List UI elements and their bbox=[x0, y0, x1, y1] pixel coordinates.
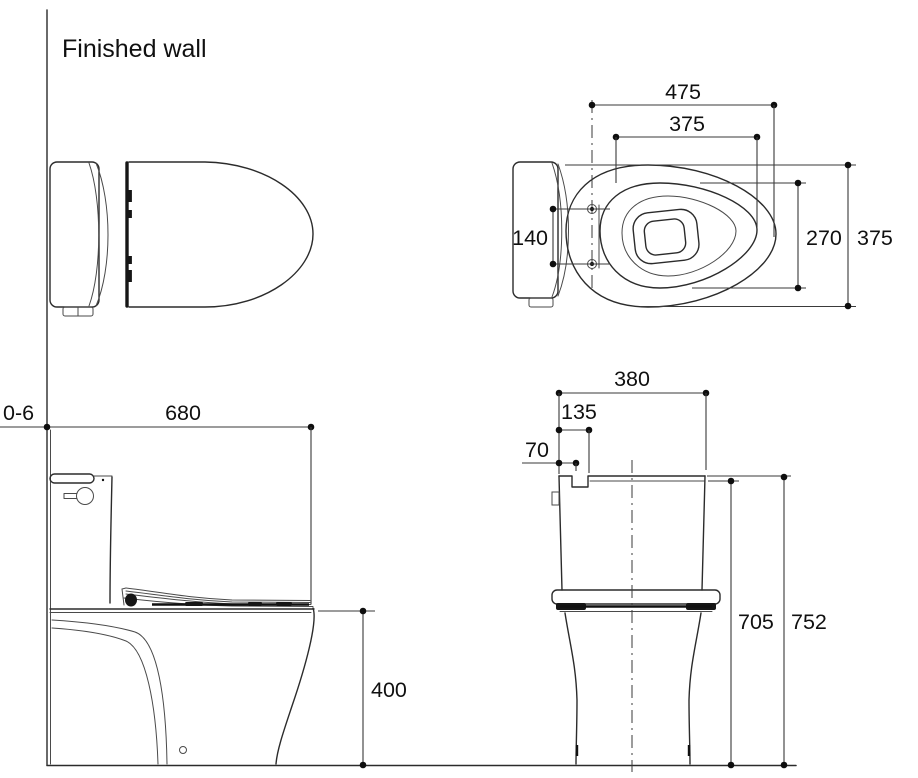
front-elevation-dimensions: 380 135 70 705 752 bbox=[522, 367, 827, 769]
flush-well-outer bbox=[632, 208, 700, 265]
pedestal-rear-curve-outer bbox=[51, 619, 168, 765]
lid-mid-line-1 bbox=[125, 590, 311, 603]
cistern-lid-curve-1 bbox=[88, 162, 100, 307]
cistern-plan bbox=[49, 161, 100, 308]
flush-well-inner bbox=[643, 218, 687, 256]
dim-label-375-top: 375 bbox=[669, 112, 705, 136]
dim-label-375-right: 375 bbox=[857, 226, 893, 250]
plan-side-view bbox=[49, 161, 314, 317]
flush-lever bbox=[63, 493, 78, 499]
dim-label-680: 680 bbox=[165, 401, 201, 425]
seat-front bbox=[551, 589, 721, 605]
drain-hole bbox=[179, 746, 187, 754]
cistern-lid-curve-2 bbox=[95, 162, 109, 307]
bowl-front-curve bbox=[275, 607, 315, 765]
ext-lines-375-top bbox=[615, 137, 758, 227]
seat-bumper bbox=[276, 602, 292, 606]
seat-bumper bbox=[248, 602, 262, 606]
dim-label-wall-gap: 0-6 bbox=[3, 401, 34, 425]
base-fixing-marks bbox=[575, 745, 691, 756]
ext-lines-270 bbox=[692, 182, 806, 289]
plan-top-view-dimensions: 475 375 140 270 375 bbox=[512, 80, 893, 310]
ext-lines-140 bbox=[553, 208, 610, 265]
hinge-tab bbox=[128, 270, 132, 282]
cistern-lid-side bbox=[49, 473, 95, 484]
side-button bbox=[551, 491, 560, 506]
seat-ring-outline bbox=[599, 182, 758, 289]
seat-bumper bbox=[185, 602, 203, 606]
dim-label-400: 400 bbox=[371, 678, 407, 702]
pedestal-right-edge bbox=[688, 612, 702, 765]
lid-outline-plan bbox=[128, 161, 314, 308]
cistern-left-edge bbox=[558, 475, 563, 591]
cistern-right-edge bbox=[701, 475, 706, 591]
dim-label-380: 380 bbox=[614, 367, 650, 391]
dim-label-135: 135 bbox=[561, 400, 597, 424]
side-elevation-view bbox=[49, 473, 315, 765]
hinge-tab bbox=[128, 190, 132, 202]
dim-label-140: 140 bbox=[512, 226, 548, 250]
finished-wall-label: Finished wall bbox=[62, 35, 207, 63]
hinge-cap bbox=[125, 593, 137, 607]
cistern-top-edge bbox=[558, 475, 706, 488]
bowl-opening-outline bbox=[621, 195, 737, 277]
side-elevation-dimensions: 0-6 680 400 bbox=[0, 401, 407, 769]
plan-top-view bbox=[512, 100, 777, 308]
pedestal-rear-curve-inner bbox=[51, 627, 159, 765]
hinge-tab bbox=[128, 210, 132, 218]
supply-foot bbox=[528, 297, 554, 308]
dim-label-270: 270 bbox=[806, 226, 842, 250]
front-elevation-view bbox=[551, 460, 721, 772]
bowl-outer-outline bbox=[565, 164, 777, 308]
cistern-lid-curve-2 bbox=[557, 163, 569, 297]
lid-back-edge bbox=[121, 587, 127, 606]
cistern-lid-curve-1 bbox=[551, 162, 563, 298]
dim-label-475: 475 bbox=[665, 80, 701, 104]
lid-top-line bbox=[125, 587, 311, 601]
wall-and-floor: Finished wall bbox=[46, 9, 797, 767]
pedestal-left-edge bbox=[564, 612, 578, 765]
ext-lines-375-right bbox=[565, 164, 856, 308]
hinge-tab bbox=[128, 256, 132, 264]
dim-label-70: 70 bbox=[525, 438, 549, 462]
cistern-front-edge bbox=[109, 476, 113, 604]
dim-label-705: 705 bbox=[738, 610, 774, 634]
dim-label-752: 752 bbox=[791, 610, 827, 634]
flush-button bbox=[76, 487, 94, 505]
